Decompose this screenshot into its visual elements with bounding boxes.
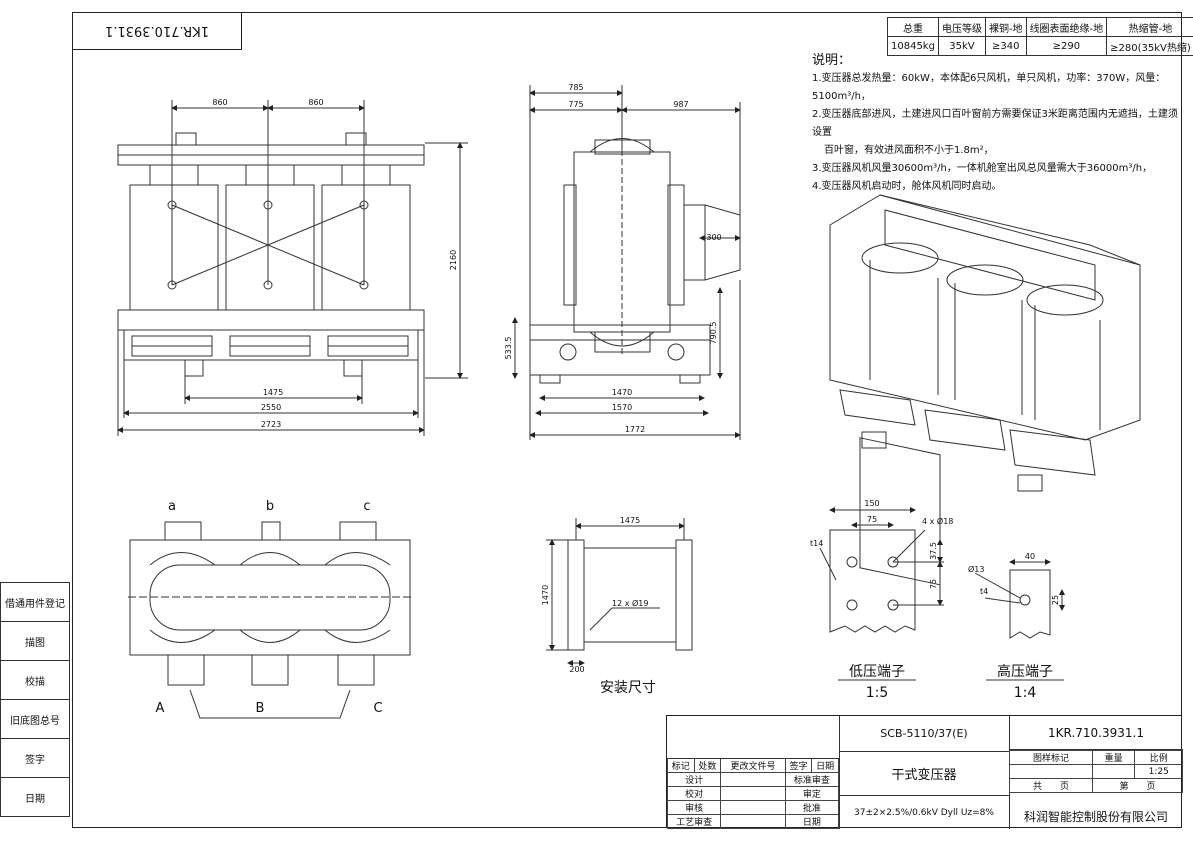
hole-note: 4 x Ø18: [922, 516, 953, 526]
model-text: SCB-5110/37(E): [839, 716, 1009, 752]
note-item: 3.变压器风机风量30600m³/h，一体机舱室出风总风量需大于36000m³/…: [812, 163, 1153, 174]
hv-label: 高压端子: [997, 663, 1053, 680]
dim-text: 2723: [261, 420, 281, 429]
front-view: [117, 100, 468, 436]
notes: 说明： 1.变压器总发热量：60kW，本体配6只风机，单只风机，功率：370W，…: [812, 52, 1182, 196]
phase-label: A: [156, 701, 165, 716]
dim-text: 860: [212, 98, 227, 107]
rev-header: 标记: [667, 758, 695, 773]
note-item: 2.变压器底部进风，土建进风口百叶窗前方需要保证3米距离范围内无遮挡，土建须设置: [812, 109, 1178, 138]
install-label: 安装尺寸: [600, 680, 656, 696]
product-name: 干式变压器: [839, 752, 1009, 796]
dim-text: 25: [1051, 595, 1060, 605]
meta-header: 重量: [1091, 750, 1136, 765]
dim-text: t4: [980, 587, 988, 596]
note-item: 1.变压器总发热量：60kW，本体配6只风机，单只风机，功率：370W，风量：5…: [812, 73, 1166, 102]
dim-text: 1772: [625, 425, 645, 434]
sheet-total: 共 页: [1009, 778, 1093, 793]
phase-label: B: [256, 701, 265, 716]
phase-label: c: [363, 499, 370, 514]
dim-text: 775: [568, 100, 583, 109]
lv-terminal-view: [819, 507, 944, 633]
hv-terminal-view: [974, 559, 1065, 639]
voltage-spec: 37±2×2.5%/0.6kV Dyll Uz=8%: [854, 807, 994, 818]
role-cell: 批准: [784, 800, 840, 815]
role-cell: 审定: [784, 786, 840, 801]
dim-text: 1475: [620, 516, 640, 525]
dim-text: 300: [706, 233, 721, 242]
side-view: [512, 85, 741, 440]
spec-value: 35kV: [937, 36, 986, 56]
phase-label: C: [373, 701, 382, 716]
note-item: 百叶窗，有效进风面积不小于1.8m²，: [824, 145, 994, 156]
dim-text: 40: [1025, 552, 1035, 561]
hole-note: Ø13: [968, 564, 984, 574]
dim-text: 2160: [449, 250, 458, 270]
spec-table: 总重 电压等级 裸铜-地 线圈表面绝缘-地 热缩管-地 10845kg 35kV…: [887, 17, 1193, 56]
dim-text: 75: [867, 515, 877, 524]
plan-view: [128, 521, 412, 719]
rev-header: 更改文件号: [720, 758, 786, 773]
meta-table: 图样标记 重量 比例 1:25 共 页 第 页: [1009, 750, 1184, 793]
side-cell: 旧底图总号: [0, 699, 70, 739]
role-cell: 标准审查: [784, 772, 840, 787]
meta-header: 比例: [1134, 750, 1183, 765]
notes-title: 说明：: [812, 53, 852, 68]
dim-text: 2550: [261, 403, 281, 412]
company-name: 科润智能控制股份有限公司: [1023, 810, 1168, 824]
rev-header: 签字: [784, 758, 813, 773]
drawing-frame: [72, 12, 1182, 828]
hole-note: 12 x Ø19: [612, 598, 648, 608]
spec-value: ≥280(35kV热缩): [1106, 36, 1193, 56]
side-cell: 签字: [0, 738, 70, 778]
dim-text: t14: [810, 539, 823, 548]
dim-text: 75: [929, 579, 938, 589]
dim-text: 200: [569, 665, 584, 674]
side-cell: 描图: [0, 621, 70, 661]
dim-text: 860: [308, 98, 323, 107]
dim-text: 1470: [541, 585, 550, 605]
role-cell: 工艺审查: [666, 814, 722, 829]
hv-scale: 1:4: [1014, 685, 1037, 701]
title-block: 标记 处数 更改文件号 签字 日期 设计 标准审查 校对 审定 审核 批准 工艺…: [666, 715, 1184, 829]
phase-label: b: [266, 499, 274, 514]
dim-text: 533.5: [504, 337, 513, 360]
rev-header: 处数: [693, 758, 722, 773]
dim-text: 785: [568, 83, 583, 92]
scale-value: 1:25: [1134, 764, 1183, 779]
revision-table: 标记 处数 更改文件号 签字 日期 设计 标准审查 校对 审定 审核 批准 工艺…: [666, 758, 840, 829]
lv-scale: 1:5: [866, 685, 889, 701]
role-cell: 审核: [666, 800, 722, 815]
dim-text: 1570: [612, 403, 632, 412]
rev-header: 日期: [811, 758, 839, 773]
spec-value: ≥290: [1025, 36, 1108, 56]
dim-text: 987: [673, 100, 688, 109]
phase-label: a: [168, 499, 176, 514]
dim-text: 37.5: [929, 542, 938, 560]
isometric-view: [829, 194, 1141, 586]
meta-header: 图样标记: [1009, 750, 1093, 765]
dim-text: 150: [864, 499, 879, 508]
note-item: 4.变压器风机启动时，舱体风机同时启动。: [812, 181, 1002, 192]
title-drawing-number: 1KR.710.3931.1: [1009, 716, 1183, 750]
installation-view: [546, 518, 693, 666]
role-cell: 日期: [784, 814, 840, 829]
lv-label: 低压端子: [849, 664, 905, 680]
role-cell: 设计: [666, 772, 722, 787]
role-cell: 校对: [666, 786, 722, 801]
dim-text: 1475: [263, 388, 283, 397]
dim-text: 790.5: [709, 322, 718, 345]
side-panel: 借通用件登记 描图 校描 旧底图总号 签字 日期: [0, 582, 70, 817]
sheet-number: 第 页: [1091, 778, 1184, 793]
side-cell: 日期: [0, 777, 70, 817]
dim-text: 1470: [612, 388, 632, 397]
